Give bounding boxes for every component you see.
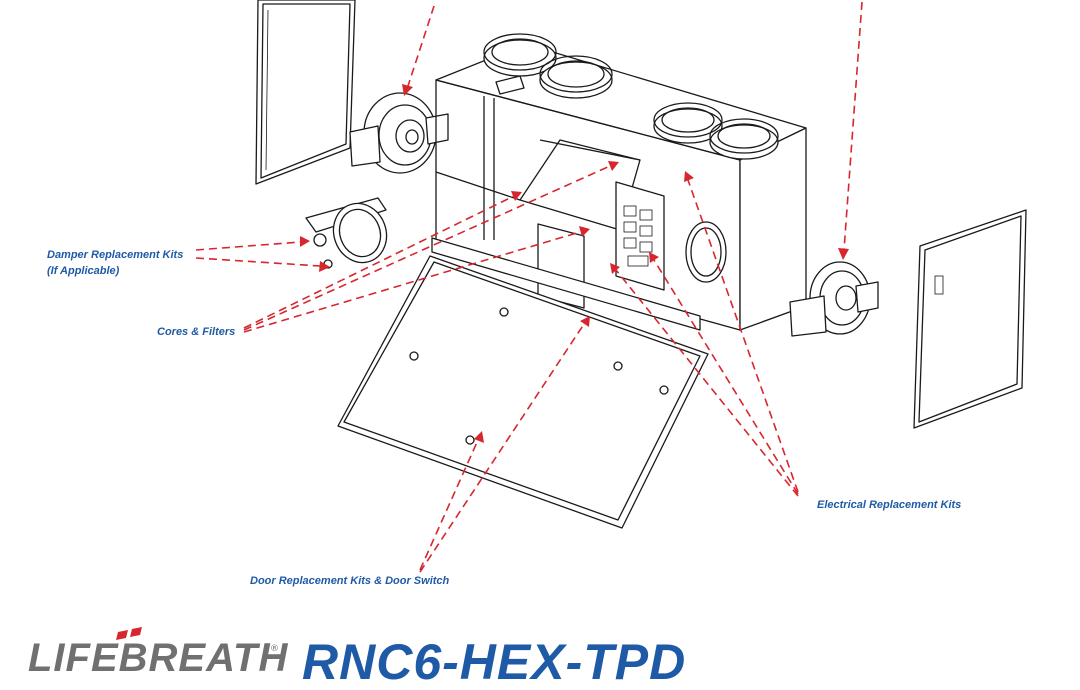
door-panel [337,255,709,529]
diagram-artwork [116,0,1027,640]
main-cabinet [431,33,807,331]
registered-mark: ® [270,644,279,654]
damper-callout-line2: (If Applicable) [47,265,120,277]
leader-arrows [195,1,863,573]
lifebreath-logo: LIFEBREATH [28,636,289,680]
cores-filters-callout: Cores & Filters [157,326,236,338]
damper-assembly [305,197,388,269]
logo-accent [116,627,142,640]
exploded-diagram: Damper Replacement Kits (If Applicable) … [28,0,1027,690]
right-blower [789,261,879,337]
model-title: RNC6-HEX-TPD [302,634,687,690]
electrical-callout: Electrical Replacement Kits [817,499,962,511]
left-side-panel [255,0,356,185]
door-callout: Door Replacement Kits & Door Switch [250,575,450,587]
left-blower [349,92,449,174]
damper-callout-line1: Damper Replacement Kits [47,249,184,261]
right-side-panel [913,209,1027,429]
